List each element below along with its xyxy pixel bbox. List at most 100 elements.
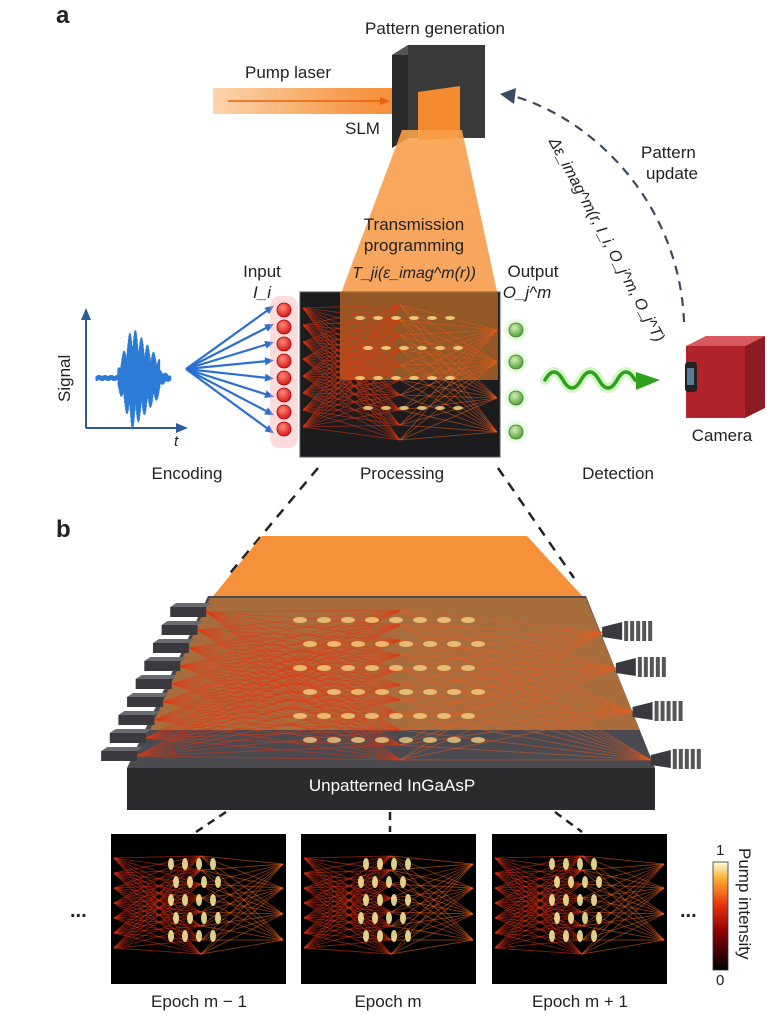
fan-arrow <box>185 368 269 430</box>
heatmap-ray <box>113 869 202 949</box>
ray <box>302 341 401 381</box>
ray <box>302 364 401 428</box>
heatmap-hotspot <box>363 930 369 942</box>
hotspot <box>437 665 451 671</box>
ray <box>162 669 401 703</box>
heatmap-ray <box>113 897 202 949</box>
fan-arrow <box>185 309 269 370</box>
heatmap-hotspot <box>549 894 555 906</box>
heatmap-ray <box>113 855 202 859</box>
heatmap-ray <box>303 887 392 899</box>
grating-tooth <box>636 621 641 641</box>
input-symbol: I_i <box>253 283 271 302</box>
ray <box>399 699 651 761</box>
ray <box>399 667 616 686</box>
ray <box>302 375 401 396</box>
ray <box>145 699 401 739</box>
transmission-label-1: Transmission <box>363 215 465 234</box>
ray <box>399 631 603 686</box>
ray <box>188 647 401 656</box>
heatmap-ray <box>200 869 284 941</box>
ray <box>197 629 401 671</box>
ray <box>302 349 401 428</box>
ray <box>399 624 603 633</box>
grating-taper <box>615 658 636 676</box>
heatmap-ray <box>303 887 392 955</box>
heatmap-ray <box>113 925 202 934</box>
heatmap-ray <box>390 863 474 941</box>
heatmap-ray <box>494 902 583 927</box>
ray <box>137 714 401 757</box>
heatmap-hotspot <box>400 876 406 888</box>
ray <box>399 631 603 641</box>
camera-top <box>686 336 765 346</box>
ray <box>162 701 401 761</box>
ray <box>302 324 401 366</box>
heatmap-ray <box>303 917 392 955</box>
heatmap-ray <box>303 872 392 941</box>
ray <box>302 324 401 441</box>
heatmap-ray <box>200 883 284 915</box>
ray <box>399 729 651 761</box>
ray <box>399 711 633 761</box>
fan-arrow <box>185 326 269 370</box>
ray <box>171 609 401 685</box>
ray <box>302 341 401 396</box>
signal-axis-label: Signal <box>55 354 74 402</box>
ray <box>399 699 633 713</box>
ray <box>302 409 401 441</box>
heatmap-ray <box>494 872 583 941</box>
heatmap-hotspot <box>577 858 583 870</box>
ray <box>171 669 401 685</box>
fan-arrowhead <box>264 390 274 398</box>
heatmap-ray <box>494 855 583 949</box>
heatmap-hotspot <box>215 912 221 924</box>
input-node <box>276 302 292 318</box>
ray <box>162 609 401 703</box>
ray <box>399 667 617 746</box>
hotspot <box>391 316 401 320</box>
heatmap-hotspot <box>182 858 188 870</box>
heatmap-ray <box>494 932 583 955</box>
heatmap-ray <box>303 902 392 941</box>
ray <box>302 307 401 321</box>
ray <box>399 624 652 761</box>
hotspot <box>375 641 389 647</box>
ray <box>399 631 603 716</box>
heatmap-hotspot <box>173 876 179 888</box>
input-stub <box>144 661 181 671</box>
heatmap-ray <box>113 872 202 927</box>
ray <box>154 719 401 761</box>
ray <box>197 624 401 631</box>
ray <box>399 334 498 399</box>
slm-block-side <box>392 45 408 148</box>
hotspot <box>327 737 341 743</box>
ray <box>154 669 401 721</box>
ray <box>154 654 401 721</box>
ray <box>154 639 401 721</box>
heatmap-hotspot <box>358 876 364 888</box>
ray <box>302 341 401 366</box>
hotspot <box>423 737 437 743</box>
ray <box>302 307 401 396</box>
ray <box>137 755 401 761</box>
ray <box>399 329 498 411</box>
ray <box>399 397 498 411</box>
heatmap-hotspot <box>196 930 202 942</box>
hotspot <box>389 617 403 623</box>
heatmap-ray <box>494 872 583 927</box>
input-stub <box>127 697 164 707</box>
hotspot <box>365 617 379 623</box>
heatmap-ray <box>390 869 474 889</box>
grating-tooth <box>624 621 629 641</box>
ray <box>205 611 401 731</box>
pattern-generation-label: Pattern generation <box>365 19 505 38</box>
heatmap-hotspot <box>187 912 193 924</box>
heatmap-ray <box>390 887 474 899</box>
hotspot <box>355 316 365 320</box>
heatmap-ray <box>113 902 202 927</box>
heatmap-ray <box>390 863 474 955</box>
ray <box>180 665 401 746</box>
ray <box>171 683 401 761</box>
heatmap-ray <box>303 925 392 949</box>
